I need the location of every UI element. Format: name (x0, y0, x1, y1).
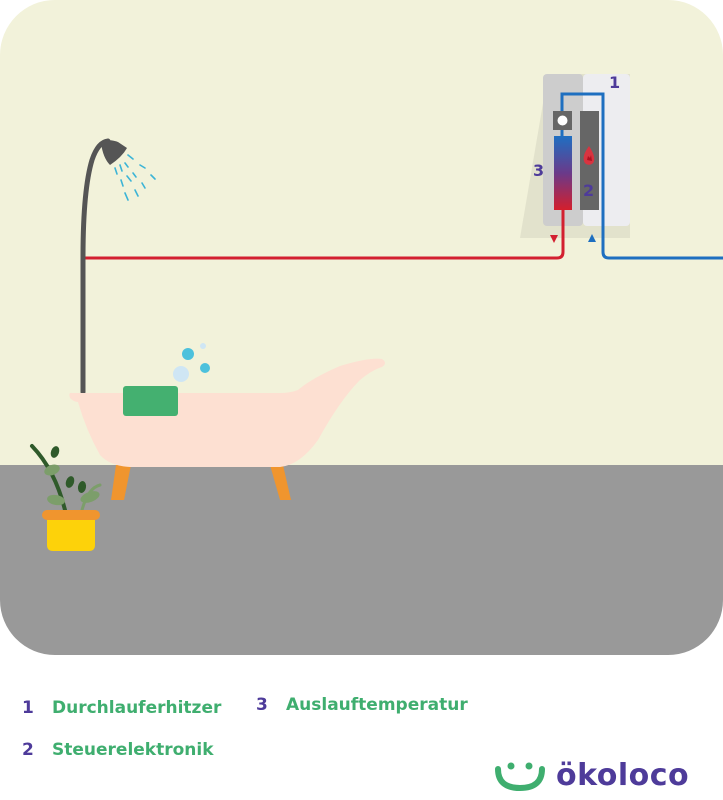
pot-rim (42, 510, 100, 520)
legend-label: Auslauftemperatur (286, 695, 468, 715)
callout-3: 3 (533, 161, 544, 180)
legend-label: Durchlauferhitzer (52, 698, 222, 718)
heating-element (554, 136, 572, 210)
legend-number: 3 (256, 695, 268, 715)
hot-flow-arrow-icon (550, 235, 558, 243)
legend-number: 2 (22, 740, 34, 760)
bath-pillow (123, 386, 178, 416)
legend-number: 1 (22, 698, 34, 718)
floor (0, 465, 723, 655)
shower (80, 138, 156, 395)
callout-2: 2 (583, 181, 594, 200)
hot-water-pipe (83, 210, 565, 260)
legend-item-3: 3 Auslauftemperatur (256, 695, 468, 715)
bathtub (69, 358, 385, 467)
smiley-icon (495, 762, 545, 791)
shower-head-icon (101, 140, 127, 165)
tub-leg-right (270, 465, 291, 500)
brand-logo: ökoloco (494, 758, 689, 793)
water-drops (114, 154, 156, 201)
cold-water-pipe (560, 92, 723, 260)
legend-label: Steuerelektronik (52, 740, 214, 760)
legend-item-2: 2 Steuerelektronik (22, 740, 214, 760)
tub-leg-left (111, 465, 131, 500)
potted-plant (30, 444, 102, 551)
legend-item-1: 1 Durchlauferhitzer (22, 698, 221, 718)
bubbles (173, 343, 210, 382)
bathroom-scene: 1 2 3 (0, 0, 723, 655)
callout-1: 1 (609, 73, 620, 92)
cold-flow-arrow-icon (588, 234, 596, 242)
pot (47, 520, 95, 551)
brand-name: ökoloco (556, 758, 690, 793)
